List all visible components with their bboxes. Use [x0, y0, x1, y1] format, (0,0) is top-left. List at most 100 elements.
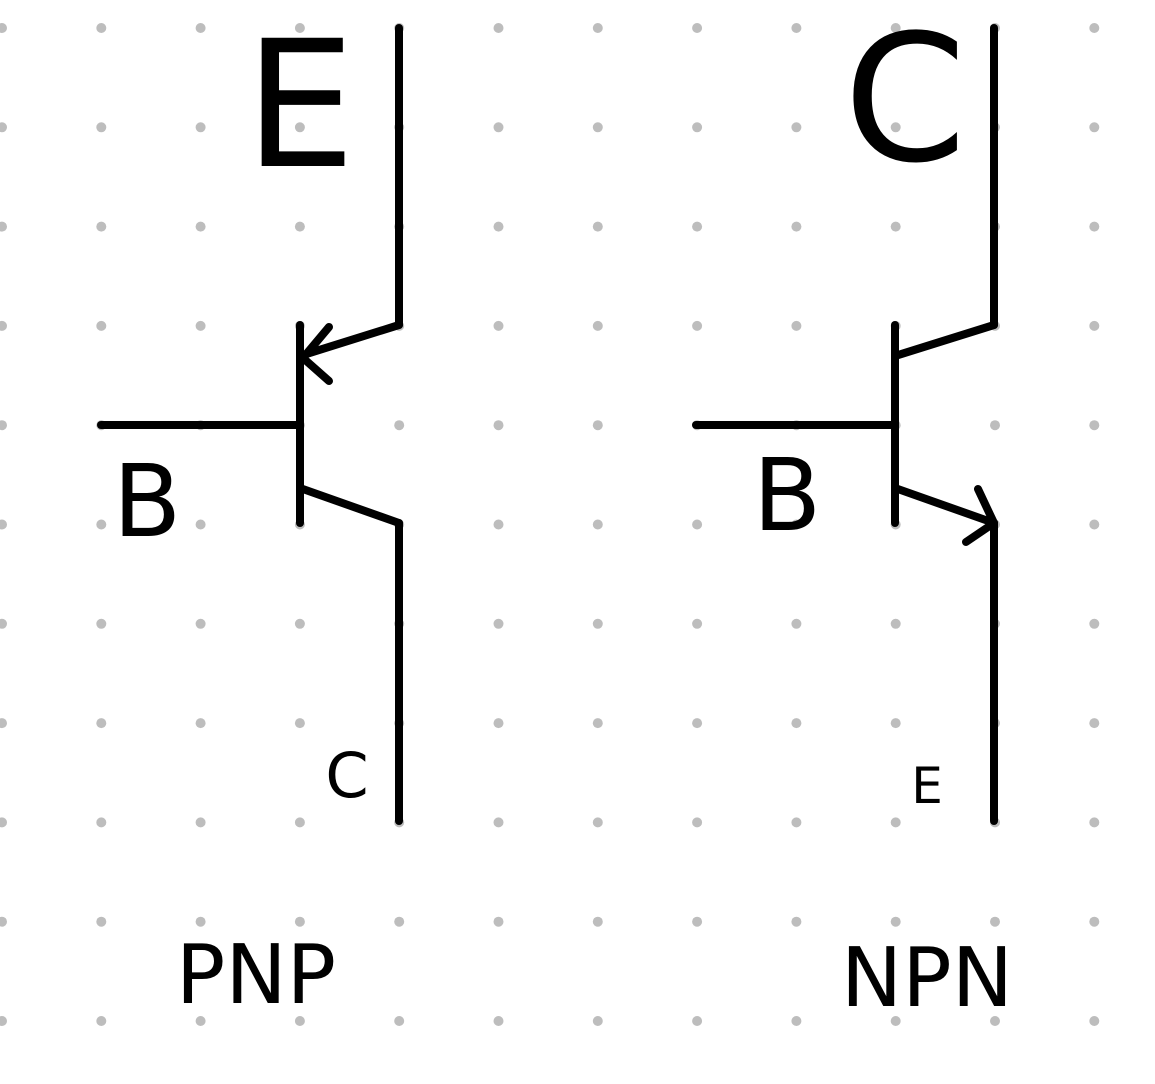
grid-dot: [0, 817, 7, 828]
grid-dot: [791, 320, 802, 331]
grid-dot: [1089, 221, 1100, 232]
grid-dot: [0, 320, 7, 331]
npn-type-label: NPN: [841, 931, 1013, 1026]
grid-dot: [195, 23, 206, 33]
grid-dot: [791, 23, 802, 33]
npn-transistor: C B E NPN: [692, 0, 1013, 1026]
grid-dot: [294, 718, 305, 729]
grid-dot: [1089, 320, 1100, 331]
grid-dot: [1089, 718, 1100, 729]
grid-dot: [1089, 519, 1100, 530]
grid-dot: [0, 1016, 7, 1026]
grid-dot: [890, 817, 901, 828]
grid-dot: [592, 320, 603, 331]
grid-dot: [692, 519, 703, 530]
grid-dot: [791, 916, 802, 927]
grid-dot: [96, 23, 107, 33]
pnp-collector-label: C: [325, 739, 368, 812]
npn-emitter-label: E: [911, 757, 943, 815]
grid-dot: [195, 519, 206, 530]
grid-dot: [394, 1016, 405, 1026]
grid-dot: [592, 916, 603, 927]
grid-dot: [791, 221, 802, 232]
grid-dot: [493, 817, 504, 828]
grid-dot: [890, 23, 901, 33]
grid-dot: [493, 23, 504, 33]
grid-dot: [493, 420, 504, 431]
grid-dot: [0, 718, 7, 729]
grid-dot: [0, 23, 7, 33]
grid-dot: [493, 1016, 504, 1026]
grid-dot: [592, 519, 603, 530]
npn-emitter-diagonal: [891, 484, 998, 527]
grid-dot: [195, 1016, 206, 1026]
grid-dot: [1089, 618, 1100, 629]
grid-dot: [294, 916, 305, 927]
grid-dot: [493, 320, 504, 331]
grid-dot: [195, 817, 206, 828]
grid-dot: [592, 420, 603, 431]
grid-dot: [493, 718, 504, 729]
grid-dot: [294, 1016, 305, 1026]
grid-dot: [493, 618, 504, 629]
grid-dot: [1089, 420, 1100, 431]
grid-dot: [692, 320, 703, 331]
grid-dot: [96, 1016, 107, 1026]
grid-dot: [195, 718, 206, 729]
grid-dot: [96, 221, 107, 232]
grid-dot: [1089, 817, 1100, 828]
grid-dot: [294, 122, 305, 133]
grid-dot: [96, 320, 107, 331]
grid-dot: [0, 122, 7, 133]
grid-dot: [96, 122, 107, 133]
grid-dot: [692, 221, 703, 232]
grid-dot: [890, 122, 901, 133]
grid-dot: [0, 618, 7, 629]
grid-dot: [890, 718, 901, 729]
pnp-transistor: E B C PNP: [97, 3, 403, 1023]
pnp-emitter-diagonal: [296, 321, 403, 360]
grid-dot: [195, 221, 206, 232]
grid-dot: [195, 916, 206, 927]
grid-dot: [592, 221, 603, 232]
grid-dot: [791, 122, 802, 133]
grid-dot: [592, 23, 603, 33]
grid-dot: [692, 817, 703, 828]
dot-grid: [0, 23, 1100, 1026]
grid-dot: [890, 1016, 901, 1026]
grid-dot: [990, 916, 1000, 927]
grid-dot: [294, 221, 305, 232]
grid-dot: [592, 817, 603, 828]
grid-dot: [493, 221, 504, 232]
pnp-base-label: B: [113, 443, 182, 560]
grid-dot: [96, 718, 107, 729]
pnp-collector-diagonal: [296, 484, 403, 527]
grid-dot: [96, 817, 107, 828]
grid-dot: [791, 519, 802, 530]
grid-dot: [692, 718, 703, 729]
grid-dot: [195, 618, 206, 629]
npn-collector-diagonal: [891, 321, 998, 360]
npn-base-label: B: [753, 437, 822, 554]
grid-dot: [592, 122, 603, 133]
grid-dot: [791, 618, 802, 629]
grid-dot: [692, 618, 703, 629]
grid-dot: [294, 817, 305, 828]
grid-dot: [394, 916, 405, 927]
grid-dot: [96, 519, 107, 530]
grid-dot: [493, 519, 504, 530]
grid-dot: [692, 122, 703, 133]
grid-dot: [692, 1016, 703, 1026]
pnp-emitter-label: E: [244, 3, 355, 208]
grid-dot: [1089, 122, 1100, 133]
grid-dot: [890, 618, 901, 629]
grid-dot: [294, 23, 305, 33]
grid-dot: [791, 1016, 802, 1026]
grid-dot: [96, 618, 107, 629]
grid-dot: [1089, 916, 1100, 927]
grid-dot: [592, 618, 603, 629]
grid-dot: [890, 916, 901, 927]
grid-dot: [294, 618, 305, 629]
grid-dot: [890, 221, 901, 232]
